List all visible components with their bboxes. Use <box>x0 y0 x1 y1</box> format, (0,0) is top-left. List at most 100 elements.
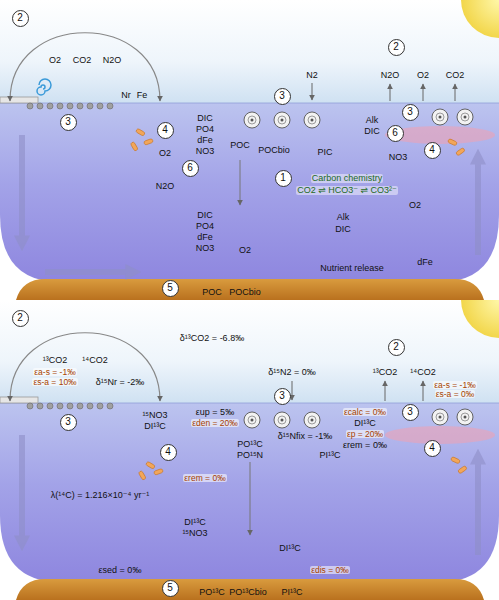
label-text: ¹⁴CO2 <box>410 368 435 377</box>
label-text: Alk <box>366 116 379 125</box>
label-text: PO¹³Cbio <box>229 588 267 597</box>
label-text: DI¹³C <box>354 419 376 428</box>
label-text: DI¹³C <box>279 544 301 553</box>
callout-circle: 2 <box>12 10 29 27</box>
bacterium <box>136 128 146 136</box>
label-text: dFe <box>197 136 213 145</box>
callout-circle: 3 <box>402 104 419 121</box>
circulation-arrow <box>19 435 25 545</box>
callout-circle: 5 <box>162 580 179 597</box>
label-text: dFe <box>197 233 213 242</box>
bacterium <box>154 468 164 475</box>
label-text: DI¹³C <box>144 422 166 431</box>
label-text: O2 <box>159 149 171 158</box>
callout-circle: 4 <box>424 142 441 159</box>
callout-circle: 3 <box>60 414 77 431</box>
callout-number: 3 <box>279 91 285 101</box>
label-text: NO3 <box>196 244 215 253</box>
callout-number: 3 <box>65 117 71 127</box>
label-text: CO2 <box>446 71 465 80</box>
circulation-arrow <box>19 135 25 245</box>
eddy-swirl <box>37 79 51 95</box>
label-text: PI¹³C <box>282 588 303 597</box>
bacterium <box>456 147 466 155</box>
callout-number: 5 <box>167 583 173 593</box>
label-text: DIC <box>335 225 351 234</box>
sinking-arrow <box>250 462 251 535</box>
bacterium <box>458 465 468 473</box>
callout-number: 2 <box>393 42 399 52</box>
callout-circle: 4 <box>424 440 441 457</box>
callout-circle: 3 <box>60 114 77 131</box>
label-text: PO¹⁵N <box>237 451 263 460</box>
callout-number: 2 <box>393 342 399 352</box>
callout-number: 3 <box>65 417 71 427</box>
callout-number: 6 <box>392 128 398 138</box>
label-text: ¹⁵NO3 <box>142 411 167 420</box>
circulation-arrow <box>45 269 135 275</box>
label-text: εa-s = -1‰ <box>433 381 476 390</box>
callout-circle: 2 <box>12 310 29 327</box>
callout-circle: 4 <box>160 444 177 461</box>
label-text: POCbio <box>229 288 261 297</box>
nitrogen-fixation-arrow <box>292 381 293 400</box>
bacterium <box>138 471 146 481</box>
gas-arrow <box>423 84 424 101</box>
callout-number: 2 <box>17 13 23 23</box>
label-text: Nutrient release <box>320 264 384 273</box>
label-text: dFe <box>417 258 433 267</box>
callout-number: 4 <box>429 145 435 155</box>
label-text: PO¹³C <box>199 588 225 597</box>
label-text: Alk <box>337 213 350 222</box>
label-text: εrem = 0‰ <box>343 441 387 450</box>
callout-circle: 6 <box>387 125 404 142</box>
label-text: εs-a = 10‰ <box>32 378 77 387</box>
label-text: εdis = 0‰ <box>310 566 350 575</box>
top-panel <box>0 0 499 300</box>
callout-circle: 3 <box>402 404 419 421</box>
callout-number: 3 <box>279 391 285 401</box>
callout-circle: 2 <box>388 339 405 356</box>
label-text: NO3 <box>196 147 215 156</box>
bottom-panel <box>0 262 499 600</box>
gas-arrow <box>423 381 424 401</box>
callout-number: 6 <box>187 163 193 173</box>
label-text: λ(¹⁴C) = 1.216×10⁻⁴ yr⁻¹ <box>51 491 149 500</box>
gas-arrow <box>385 381 386 401</box>
callout-number: 2 <box>17 313 23 323</box>
callout-number: 3 <box>407 107 413 117</box>
callout-circle: 3 <box>274 88 291 105</box>
label-text: Nr <box>121 91 131 100</box>
label-text: N2O <box>103 56 122 65</box>
label-text: POCbio <box>258 146 290 155</box>
callout-circle: 2 <box>388 39 405 56</box>
nitrogen-fixation-arrow <box>312 83 313 100</box>
circulation-arrow <box>475 455 481 555</box>
label-text: δ¹⁵N2 = 0‰ <box>268 368 316 377</box>
callout-number: 3 <box>407 407 413 417</box>
label-text: DIC <box>197 114 213 123</box>
label-text: εp = 20‰ <box>346 430 384 439</box>
label-text: εs-a = 0‰ <box>435 390 476 399</box>
top-panel-details <box>22 79 478 272</box>
label-text: CO2 <box>73 56 92 65</box>
label-text: NO3 <box>389 153 408 162</box>
gas-arrow <box>390 84 391 101</box>
label-text: εden = 20‰ <box>191 419 239 428</box>
callout-number: 5 <box>167 283 173 293</box>
callout-circle: 4 <box>157 122 174 139</box>
label-text: εa-s = -1‰ <box>33 368 76 377</box>
callout-number: 1 <box>280 173 286 183</box>
callout-number: 4 <box>429 443 435 453</box>
label-text: δ¹⁵Nr = -2‰ <box>96 378 145 387</box>
bacterium <box>144 138 154 145</box>
label-text: δ¹⁵Nfix = -1‰ <box>278 432 333 441</box>
bacterium <box>146 461 156 469</box>
label-text: N2 <box>306 71 318 80</box>
label-text: O2 <box>239 246 251 255</box>
label-text: DIC <box>197 211 213 220</box>
label-text: O2 <box>417 71 429 80</box>
label-text: εsed = 0‰ <box>99 566 142 575</box>
